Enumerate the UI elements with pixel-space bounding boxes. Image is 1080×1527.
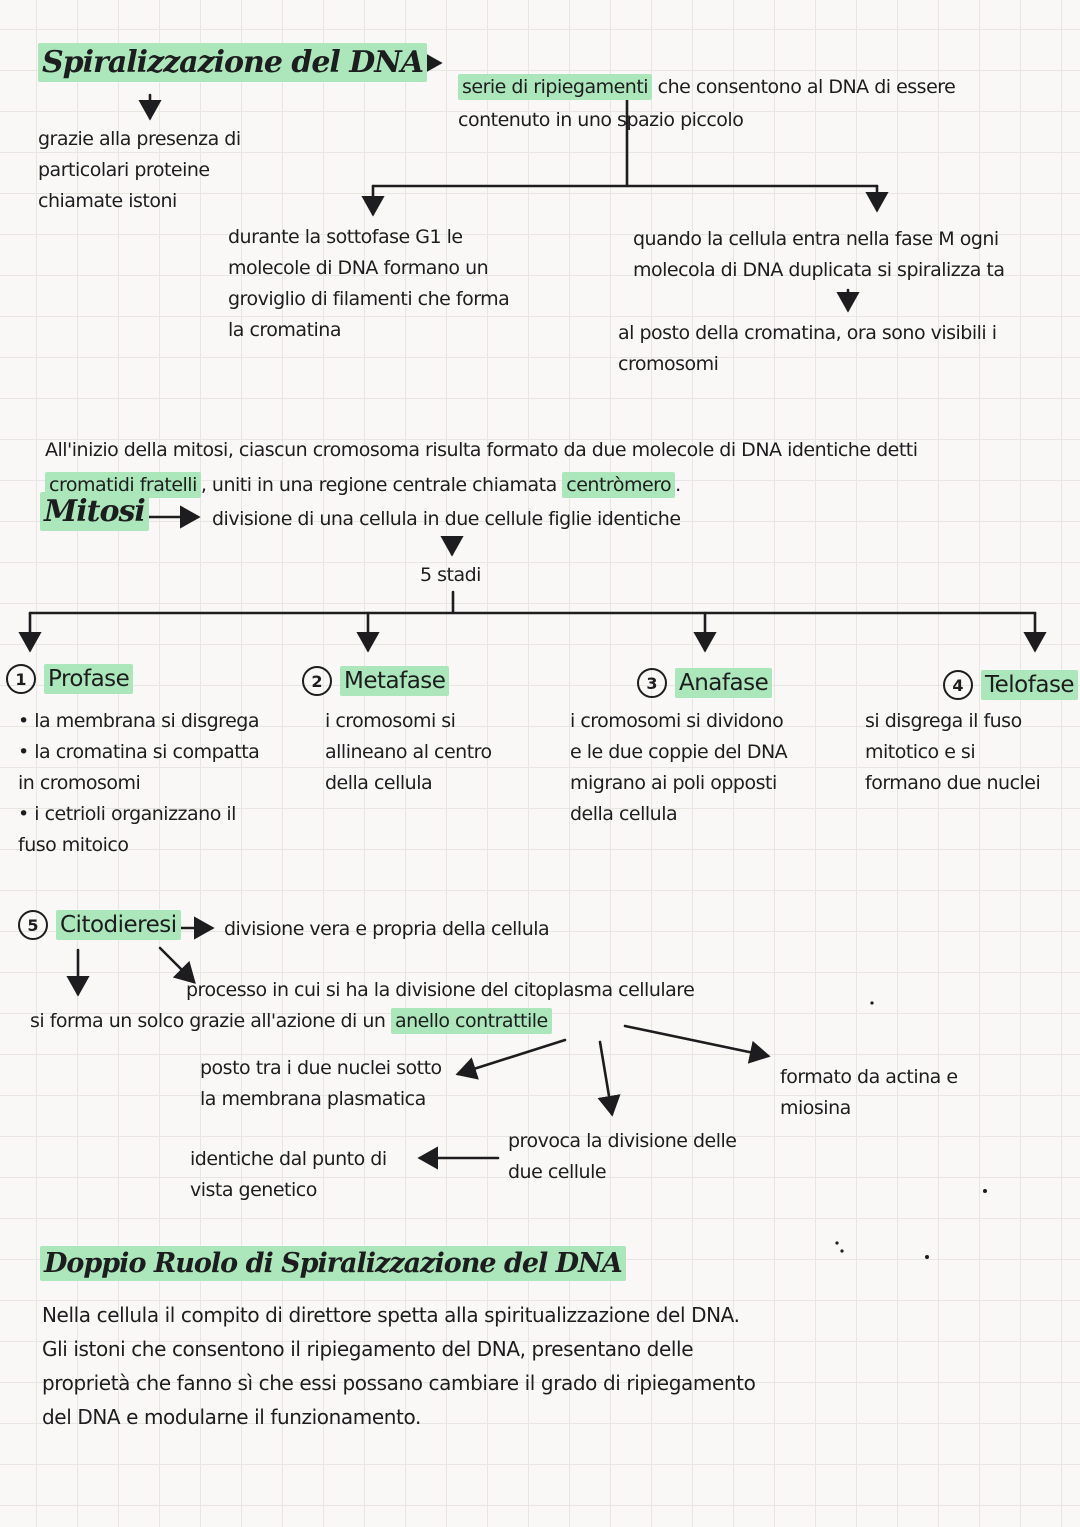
citodieresi-definition: divisione vera e propria della cellula xyxy=(224,918,550,940)
dna-definition-note: serie di ripiegamenti che consentono al … xyxy=(458,38,1023,137)
cromosomi-note: al posto della cromatina, ora sono visib… xyxy=(618,322,997,375)
phase-number-1: 1 xyxy=(6,664,36,694)
phase-name-metafase: Metafase xyxy=(340,666,450,696)
provoca-note: provoca la divisione delle due cellule xyxy=(508,1130,737,1183)
phase-name-anafase: Anafase xyxy=(675,668,773,698)
phase-number-2: 2 xyxy=(302,666,332,696)
phase-header-telofase: 4 Telofase xyxy=(943,670,1079,700)
dna-definition-rest: che consentono al DNA di essere contenut… xyxy=(458,76,956,131)
identiche-note: identiche dal punto di vista genetico xyxy=(190,1148,387,1201)
posto-note: posto tra i due nuclei sotto la membrana… xyxy=(200,1057,442,1110)
phase-number-3: 3 xyxy=(637,668,667,698)
intro-mitosi-part1: All'inizio della mitosi, ciascun cromoso… xyxy=(45,439,918,461)
g1-note: durante la sottofase G1 le molecole di D… xyxy=(228,226,510,341)
phase-notes-telofase: si disgrega il fuso mitotico e si forman… xyxy=(865,710,1041,794)
istoni-note: grazie alla presenza di particolari prot… xyxy=(38,128,241,212)
mitosi-definition: divisione di una cellula in due cellule … xyxy=(212,508,681,530)
section-title-spiralizzazione: Spiralizzazione del DNA xyxy=(38,43,427,82)
dna-definition-highlight: serie di ripiegamenti xyxy=(458,74,653,100)
intro-mitosi-part3: . xyxy=(675,474,681,496)
section-title-mitosi: Mitosi xyxy=(40,492,149,531)
stadi-label: 5 stadi xyxy=(420,564,481,586)
phase-header-anafase: 3 Anafase xyxy=(637,668,773,698)
arrow-anello-to-actina xyxy=(623,1024,771,1064)
phase-name-telofase: Telofase xyxy=(981,670,1079,700)
fase-m-note: quando la cellula entra nella fase M ogn… xyxy=(633,228,1005,281)
citodieresi-name: Citodieresi xyxy=(56,910,181,940)
actina-note: formato da actina e miosina xyxy=(780,1066,958,1119)
pen-dots xyxy=(835,1001,987,1259)
solco-note-text: si forma un solco grazie all'azione di u… xyxy=(30,1010,391,1032)
intro-mitosi-highlight-centromero: centròmero xyxy=(562,472,676,498)
phase-number-5: 5 xyxy=(18,910,48,940)
intro-mitosi-part2: , uniti in una regione centrale chiamata xyxy=(200,474,563,496)
phase-header-metafase: 2 Metafase xyxy=(302,666,450,696)
doppio-ruolo-paragraph: Nella cellula il compito di direttore sp… xyxy=(42,1303,756,1429)
section-title-doppio-ruolo-text: Doppio Ruolo di Spiralizzazione del DNA xyxy=(40,1246,626,1281)
section-title-mitosi-text: Mitosi xyxy=(40,492,149,531)
section-title-spiralizzazione-text: Spiralizzazione del DNA xyxy=(38,43,427,82)
phase-number-4: 4 xyxy=(943,670,973,700)
solco-note-highlight: anello contrattile xyxy=(390,1008,552,1034)
phase-notes-profase: • la membrana si disgrega • la cromatina… xyxy=(18,710,260,856)
section-title-doppio-ruolo: Doppio Ruolo di Spiralizzazione del DNA xyxy=(40,1246,626,1281)
processo-note: processo in cui si ha la divisione del c… xyxy=(186,979,695,1001)
citodieresi-header: 5 Citodieresi xyxy=(18,910,181,940)
phase-notes-anafase: i cromosomi si dividono e le due coppie … xyxy=(570,710,788,825)
phase-header-profase: 1 Profase xyxy=(6,664,134,694)
intro-mitosi-paragraph: All'inizio della mitosi, ciascun cromoso… xyxy=(45,398,1055,503)
branch-line-stadi xyxy=(28,590,1037,615)
phase-notes-metafase: i cromosomi si allineano al centro della… xyxy=(325,710,492,794)
solco-note: si forma un solco grazie all'azione di u… xyxy=(30,1006,552,1037)
phase-name-profase: Profase xyxy=(44,664,134,694)
arrow-anello-to-provoca xyxy=(597,1040,621,1117)
